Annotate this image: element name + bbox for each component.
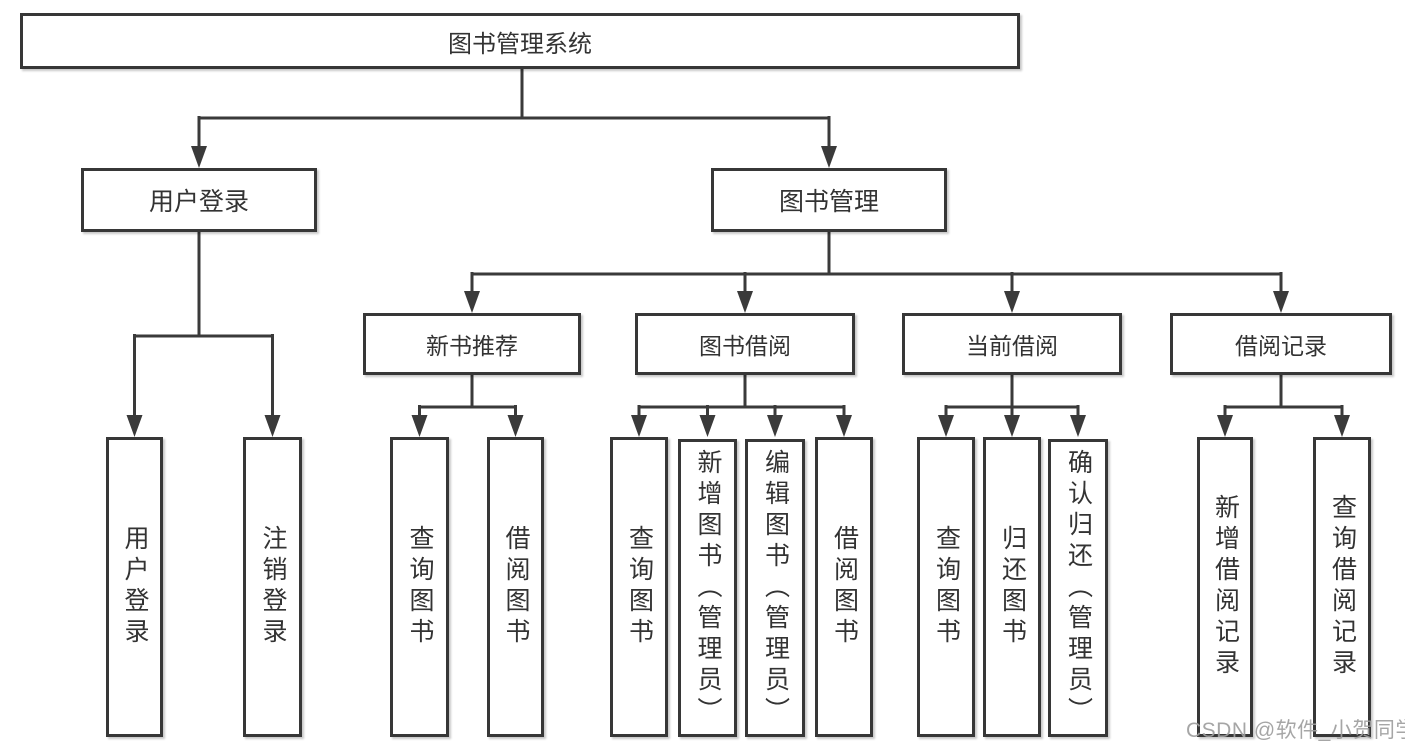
node-borrowing-records: 借阅记录 [1170, 313, 1392, 375]
node-borrowing-query-books: 查询图书 [610, 437, 668, 737]
node-current-confirm-return-admin: 确认归还（管理员） [1048, 439, 1108, 737]
node-borrowing-edit-books-admin: 编辑图书（管理员） [745, 439, 805, 737]
arrowheads-level2 [191, 146, 837, 168]
node-book-management: 图书管理 [711, 168, 947, 232]
node-borrowing-borrow-books: 借阅图书 [815, 437, 873, 737]
node-library-management-system: 图书管理系统 [20, 13, 1020, 69]
node-current-borrowing: 当前借阅 [902, 313, 1122, 375]
node-records-add-record: 新增借阅记录 [1197, 437, 1253, 737]
arrowheads-user-login-children [126, 415, 281, 437]
connector-user-login-subtree [133, 232, 274, 417]
node-recommend-borrow-books: 借阅图书 [487, 437, 544, 737]
connector-recommend-children [418, 375, 517, 417]
node-user-login-leaf: 用户登录 [106, 437, 163, 737]
arrowheads-leaf-level [411, 415, 1350, 437]
arrowheads-level3 [464, 291, 1289, 313]
connector-book-mgmt-to-level3 [470, 232, 1283, 293]
connector-current-children [944, 375, 1080, 417]
node-new-book-recommend: 新书推荐 [363, 313, 581, 375]
node-recommend-query-books: 查询图书 [390, 437, 449, 737]
connector-root-to-level2 [197, 69, 831, 148]
node-logout-leaf: 注销登录 [243, 437, 302, 737]
node-current-query-books: 查询图书 [917, 437, 975, 737]
connector-records-children [1223, 375, 1344, 417]
node-current-return-books: 归还图书 [983, 437, 1041, 737]
node-user-login: 用户登录 [81, 168, 317, 232]
node-records-query-record: 查询借阅记录 [1313, 437, 1371, 737]
connector-borrowing-children [637, 375, 846, 417]
watermark: CSDN @软件_小贺同学 [1186, 719, 1405, 742]
node-borrowing-add-books-admin: 新增图书（管理员） [678, 439, 737, 737]
node-book-borrowing: 图书借阅 [635, 313, 855, 375]
